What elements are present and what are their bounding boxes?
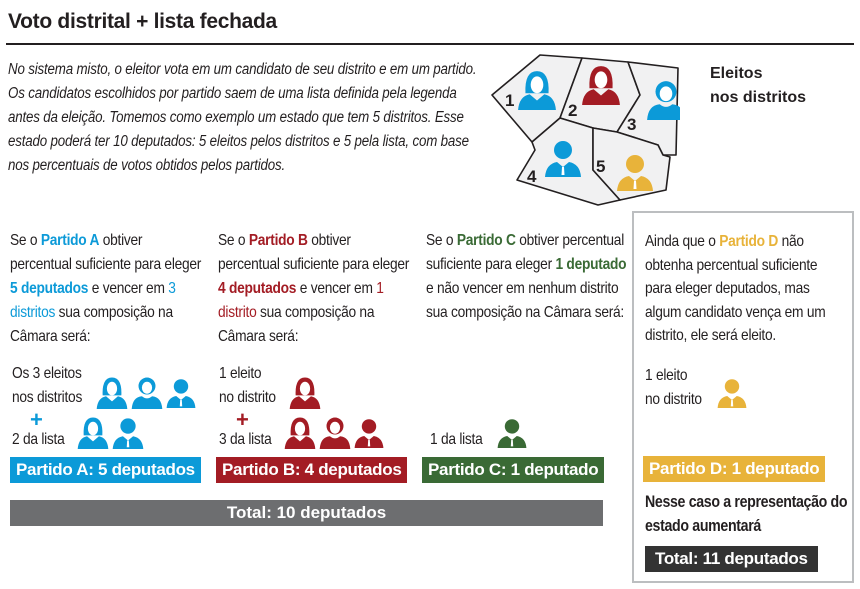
districts: 3 distritos	[10, 280, 176, 321]
map-label-line: Eleitos	[710, 65, 763, 82]
text: obtiver percentual suficiente para elege…	[218, 232, 410, 273]
partido-c-badge: Partido C: 1 deputado	[422, 457, 605, 483]
text: obtiver percentual suficiente para elege…	[426, 232, 625, 273]
partido-b-badge: Partido B: 4 deputados	[216, 457, 408, 483]
intro-text: No sistema misto, o eleitor vota em um c…	[8, 61, 477, 174]
seats: 4 deputados	[218, 280, 297, 297]
person-icon	[111, 414, 145, 450]
seats: 5 deputados	[10, 280, 89, 297]
person-icon	[288, 375, 322, 409]
label: no distrito	[219, 389, 276, 406]
district-number: 4	[527, 167, 537, 186]
partido-a-badge: Partido A: 5 deputados	[10, 457, 201, 483]
page-title: Voto distrital + lista fechada	[8, 10, 277, 33]
text: Ainda que o	[645, 233, 720, 250]
text: Se o	[218, 232, 249, 249]
partido-b-elected: 1 eleito no distrito	[219, 362, 276, 410]
text: e vencer em	[296, 280, 377, 297]
text: obtiver percentual suficiente para elege…	[10, 232, 202, 273]
text: e não vencer em nenhum distrito sua comp…	[426, 280, 625, 321]
map-label-line: nos distritos	[710, 89, 807, 106]
party-name: Partido B	[248, 232, 308, 249]
text: não obtenha percentual suficiente para e…	[645, 233, 826, 344]
person-icon	[318, 414, 352, 450]
partido-d-elected: 1 eleito no distrito	[645, 364, 702, 412]
partido-a-description: Se o Partido A obtiver percentual sufici…	[10, 229, 204, 349]
district-number: 1	[505, 91, 514, 110]
person-icon	[496, 414, 528, 450]
total-bar: Total: 10 deputados	[10, 500, 603, 526]
label: 1 eleito	[219, 365, 262, 382]
partido-d-box	[632, 211, 854, 583]
title-divider	[6, 43, 854, 45]
partido-c-description: Se o Partido C obtiver percentual sufici…	[426, 229, 629, 325]
text: sua composição na Câmara será:	[218, 304, 375, 345]
district-map: 1 2 3 4 5	[491, 54, 680, 206]
label: 1 eleito	[645, 367, 688, 384]
text: e vencer em	[88, 280, 169, 297]
partido-c-list: 1 da lista	[430, 431, 483, 448]
seats: 1 deputado	[555, 256, 627, 273]
label: no distrito	[645, 391, 702, 408]
plus-sign: +	[236, 407, 249, 432]
plus-sign: +	[30, 407, 43, 432]
partido-d-description: Ainda que o Partido D não obtenha percen…	[645, 230, 845, 348]
partido-d-total: Total: 11 deputados	[645, 546, 818, 572]
map-label: Eleitos nos distritos	[710, 62, 806, 110]
party-name: Partido C	[456, 232, 516, 249]
text: Se o	[10, 232, 41, 249]
district-number: 3	[627, 115, 636, 134]
partido-b-list: 3 da lista	[219, 431, 272, 448]
text: sua composição na Câmara será:	[10, 304, 173, 345]
partido-a-elected: Os 3 eleitos nos distritos	[12, 362, 82, 410]
person-icon	[353, 414, 385, 450]
person-icon	[165, 375, 197, 409]
person-icon	[76, 414, 110, 450]
partido-a-list: 2 da lista	[12, 431, 65, 448]
district-number: 2	[568, 101, 577, 120]
label: nos distritos	[12, 389, 83, 406]
partido-d-note: Nesse caso a representação do estado aum…	[645, 493, 848, 535]
party-name: Partido A	[40, 232, 100, 249]
person-icon	[95, 375, 129, 409]
party-name: Partido D	[719, 233, 779, 250]
partido-b-description: Se o Partido B obtiver percentual sufici…	[218, 229, 412, 349]
person-icon	[716, 375, 748, 409]
text: Se o	[426, 232, 457, 249]
person-icon	[130, 375, 164, 409]
partido-d-badge: Partido D: 1 deputado	[643, 456, 826, 482]
person-icon	[283, 414, 317, 450]
district-number: 5	[596, 157, 605, 176]
districts: 1 distrito	[218, 280, 384, 321]
label: Os 3 eleitos	[12, 365, 82, 382]
